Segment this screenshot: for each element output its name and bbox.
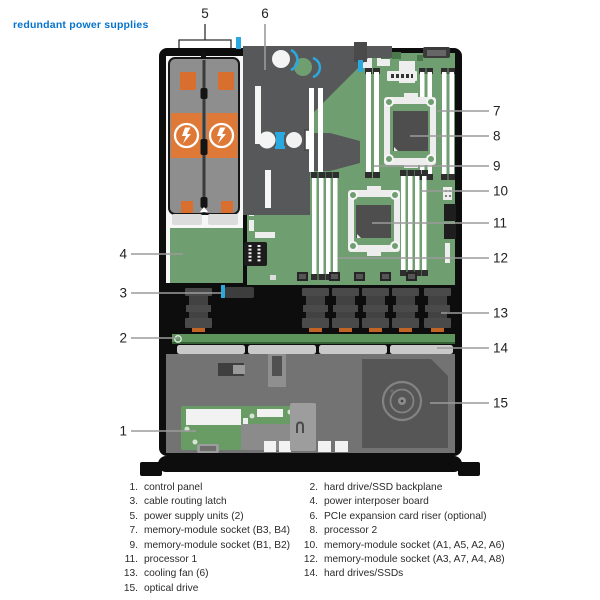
hard-drive-backplane bbox=[172, 334, 455, 344]
legend-item: 15.optical drive bbox=[123, 582, 199, 594]
processor-2 bbox=[384, 93, 436, 168]
callout-5-label: 5 bbox=[201, 6, 209, 21]
cooling-fan bbox=[332, 288, 359, 332]
callout-7-label: 7 bbox=[493, 104, 501, 119]
legend-item: 12.memory-module socket (A3, A7, A4, A8) bbox=[303, 554, 505, 566]
legend-item: 2.hard drive/SSD backplane bbox=[309, 482, 443, 493]
callout-2-label: 2 bbox=[119, 331, 127, 346]
board-chips bbox=[270, 272, 417, 281]
hard-drives bbox=[177, 345, 453, 354]
callout-15-label: 15 bbox=[493, 396, 508, 411]
legend-item: 13.cooling fan (6) bbox=[123, 568, 209, 580]
processor-1 bbox=[348, 186, 400, 256]
cooling-fan bbox=[302, 288, 329, 332]
lightning-bolt-icon bbox=[182, 127, 191, 144]
cooling-fan bbox=[392, 288, 419, 332]
legend-item: 9.memory-module socket (B1, B2) bbox=[129, 539, 291, 551]
legend-item: 3.cable routing latch bbox=[129, 496, 227, 508]
callout-6-label: 6 bbox=[261, 6, 269, 21]
legend-item: 11.processor 1 bbox=[124, 554, 198, 566]
callout-12-label: 12 bbox=[493, 251, 508, 266]
callout-13-label: 13 bbox=[493, 306, 508, 321]
cooling-fan bbox=[424, 288, 451, 332]
legend-item: 8.processor 2 bbox=[309, 525, 378, 537]
callout-11-label: 11 bbox=[493, 216, 507, 231]
hard-drive bbox=[390, 345, 453, 354]
callout-10-label: 10 bbox=[493, 184, 508, 199]
cooling-fan bbox=[362, 288, 389, 332]
callout-8-label: 8 bbox=[493, 129, 501, 144]
callout-9-label: 9 bbox=[493, 159, 501, 174]
legend-item: 4.power interposer board bbox=[309, 496, 429, 508]
psu-handle-left bbox=[171, 113, 202, 158]
cable-routing-latch bbox=[221, 285, 254, 298]
legend-column-right: 2.hard drive/SSD backplane 4.power inter… bbox=[288, 481, 505, 582]
page-title: redundant power supplies bbox=[13, 19, 149, 31]
callout-4-label: 4 bbox=[119, 247, 127, 262]
callout-lines bbox=[131, 24, 489, 432]
callout-1-label: 1 bbox=[119, 424, 127, 439]
atx-power-connector bbox=[244, 242, 267, 266]
legend-item: 6.PCIe expansion card riser (optional) bbox=[309, 510, 487, 522]
optical-drive bbox=[362, 359, 448, 448]
legend-item: 14.hard drives/SSDs bbox=[303, 568, 404, 580]
cooling-fan bbox=[185, 288, 212, 332]
blue-clip bbox=[236, 37, 241, 49]
legend-item: 7.memory-module socket (B3, B4) bbox=[129, 525, 291, 537]
power-interposer-board bbox=[170, 228, 243, 283]
memory-sockets-b1-b2 bbox=[365, 68, 380, 178]
legend-item: 5.power supply units (2) bbox=[129, 510, 244, 522]
riser-release-latch bbox=[276, 134, 284, 147]
front-chassis-section bbox=[166, 354, 455, 453]
callout-numbers: 5 6 7 8 9 10 11 12 13 14 15 4 3 2 1 bbox=[119, 6, 508, 439]
callout-3-label: 3 bbox=[119, 286, 127, 301]
psu-handle-right bbox=[206, 113, 238, 158]
callout-14-label: 14 bbox=[493, 341, 509, 356]
lightning-bolt-icon bbox=[217, 127, 226, 144]
legend-item: 1.control panel bbox=[129, 482, 203, 493]
legend-column-left: 1.control panel 3.cable routing latch 5.… bbox=[108, 481, 290, 596]
front-bezel bbox=[140, 456, 480, 476]
hard-drive bbox=[248, 345, 316, 354]
legend-item: 10.memory-module socket (A1, A5, A2, A6) bbox=[303, 539, 505, 551]
hard-drive bbox=[177, 345, 245, 354]
hard-drive bbox=[319, 345, 387, 354]
callout-5-bracket bbox=[178, 39, 232, 48]
server-top-view-diagram: 5 6 7 8 9 10 11 12 13 14 15 4 3 2 1 bbox=[119, 6, 509, 476]
cooling-fans bbox=[185, 288, 451, 332]
